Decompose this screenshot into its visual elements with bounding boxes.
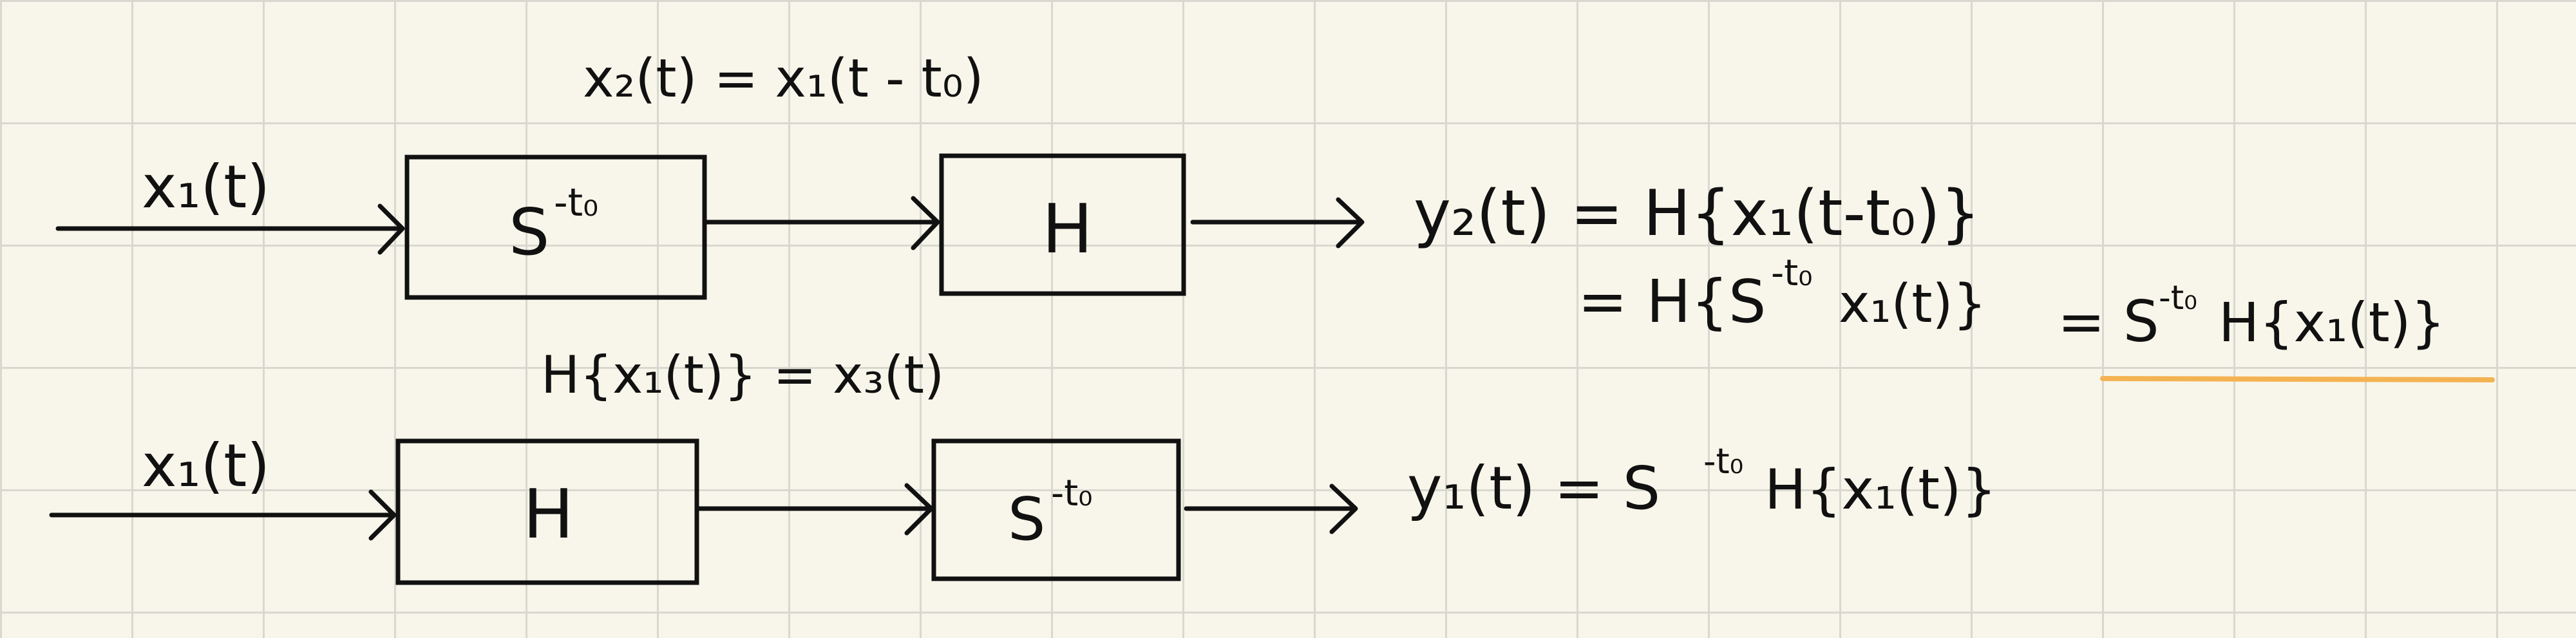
bottom-shift-block-exponent: -t₀ [1051, 473, 1093, 514]
top-output-equation-rhs-exponent: -t₀ [2159, 279, 2197, 317]
top-output-equation-line1: y₂(t) = H{x₁(t-t₀)} [1414, 177, 1980, 250]
top-output-arrow [1190, 197, 1365, 249]
top-output-equation-line2-tail: x₁(t)} [1839, 274, 1987, 335]
bottom-input-label: x₁(t) [142, 431, 270, 500]
top-shift-block-exponent: -t₀ [554, 180, 598, 225]
bottom-system-block-label: H [523, 475, 574, 554]
bottom-system-block [395, 438, 699, 585]
bottom-shift-block-label: S [1008, 485, 1045, 554]
bottom-shift-block [931, 438, 1181, 581]
top-shift-block [404, 155, 707, 300]
bottom-output-arrow [1184, 483, 1358, 534]
result-highlight-underline [2100, 376, 2495, 382]
top-output-equation-rhs-tail: H{x₁(t)} [2219, 291, 2445, 354]
bottom-output-equation-tail: H{x₁(t)} [1765, 458, 1996, 522]
bottom-middle-arrow [694, 483, 934, 536]
top-output-equation-rhs: = S [2058, 288, 2159, 355]
bottom-output-equation-exponent: -t₀ [1703, 441, 1743, 482]
top-output-equation-line2-exponent: -t₀ [1771, 252, 1813, 294]
bottom-input-arrow [49, 489, 397, 541]
top-system-block [939, 153, 1186, 296]
bottom-middle-label: H{x₁(t)} = x₃(t) [541, 345, 944, 405]
top-input-label: x₁(t) [142, 153, 270, 221]
top-output-equation-line2: = H{S [1578, 267, 1766, 336]
top-input-arrow [55, 203, 405, 255]
bottom-output-equation: y₁(t) = S [1407, 454, 1660, 523]
top-middle-label: x₂(t) = x₁(t - t₀) [583, 48, 984, 109]
top-system-block-label: H [1042, 190, 1093, 268]
top-middle-arrow [702, 196, 940, 250]
top-shift-block-label: S [509, 194, 549, 270]
